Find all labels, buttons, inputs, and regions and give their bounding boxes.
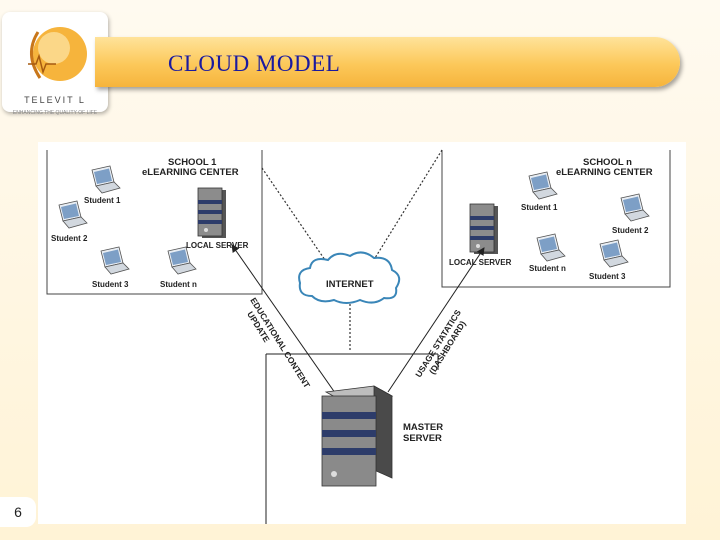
schooln-student3: Student 3 [589, 272, 626, 281]
laptop-icon [620, 193, 650, 222]
school1-student3: Student 3 [92, 280, 129, 289]
schooln-student2: Student 2 [612, 226, 649, 235]
diagram-panel: SCHOOL 1 eLEARNING CENTER Student 1 Stud… [38, 142, 686, 524]
logo-sun-icon [28, 27, 87, 81]
laptop-icon [528, 171, 558, 200]
laptop-icon [167, 246, 197, 275]
left-arrow-line1: EDUCATIONAL CONTENT [248, 296, 312, 391]
school1-box: SCHOOL 1 eLEARNING CENTER Student 1 Stud… [46, 150, 263, 295]
schooln-title-line2: eLEARNING CENTER [556, 167, 653, 178]
school1-title-line1: SCHOOL 1 [168, 157, 217, 168]
page-number: 6 [0, 497, 36, 527]
laptop-icon [100, 246, 130, 275]
schooln-studentn: Student n [529, 264, 566, 273]
laptop-icon [599, 239, 629, 268]
internet-cloud-icon [298, 251, 401, 304]
schooln-title-line1: SCHOOL n [583, 157, 632, 168]
internet-label: INTERNET [326, 279, 374, 290]
cloud-model-diagram: SCHOOL 1 eLEARNING CENTER Student 1 Stud… [46, 149, 671, 524]
school1-student1: Student 1 [84, 196, 121, 205]
local-server-icon [469, 203, 499, 255]
slide-title: CLOUD MODEL [168, 51, 341, 76]
master-connection-lines [231, 244, 485, 524]
schooln-box: SCHOOL n eLEARNING CENTER Student 1 Stud… [441, 150, 671, 288]
master-server-icon [321, 385, 394, 487]
school1-server-label: LOCAL SERVER [186, 241, 249, 250]
local-server-icon [197, 187, 227, 239]
school1-student2: Student 2 [51, 234, 88, 243]
master-label-line1: MASTER [403, 422, 443, 433]
internet-links [261, 149, 443, 350]
master-label-line2: SERVER [403, 433, 442, 444]
school1-title-line2: eLEARNING CENTER [142, 167, 239, 178]
laptop-icon [536, 233, 566, 262]
right-arrow-label: USAGE STATATICS (DASHBOARD) [413, 308, 468, 380]
laptop-icon [58, 200, 88, 229]
title-banner [95, 37, 680, 87]
logo-name: TELEVIT L [24, 95, 86, 105]
school1-studentn: Student n [160, 280, 197, 289]
laptop-icon [91, 165, 121, 194]
schooln-server-label: LOCAL SERVER [449, 258, 512, 267]
company-logo: TELEVIT L ENHANCING THE QUALITY OF LIFE [2, 12, 108, 116]
schooln-student1: Student 1 [521, 203, 558, 212]
logo-tagline: ENHANCING THE QUALITY OF LIFE [12, 110, 98, 116]
